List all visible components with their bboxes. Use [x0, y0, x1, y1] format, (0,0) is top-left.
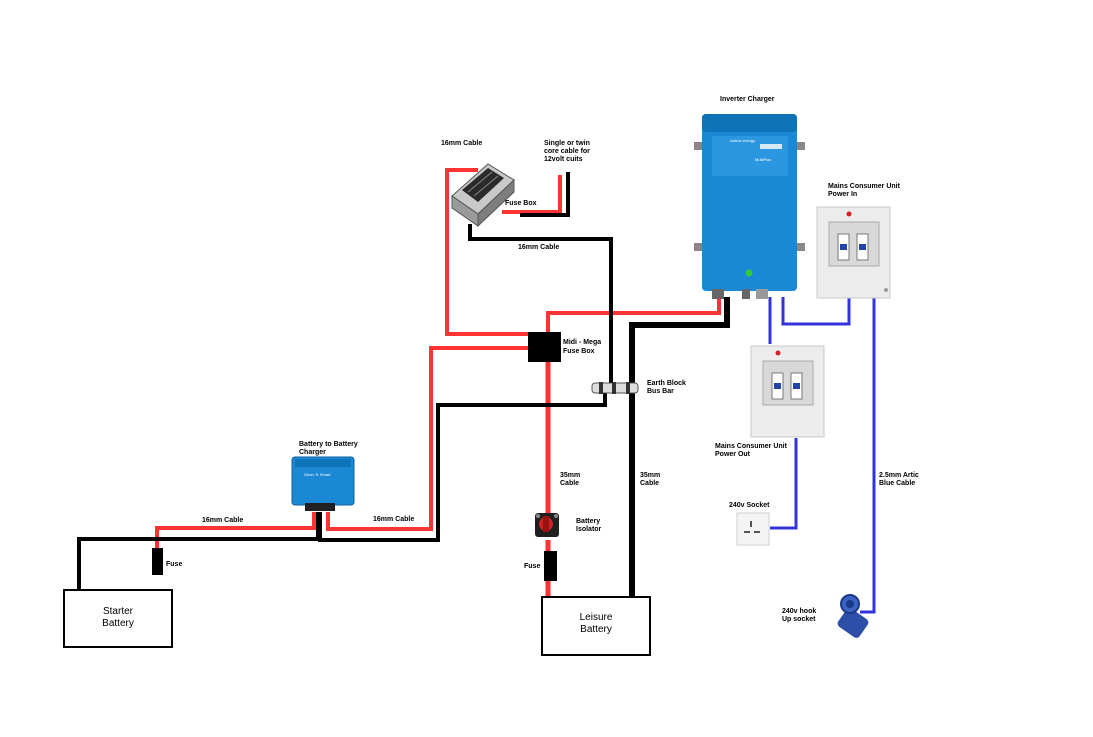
blue-wire-mains-in-to-hookup — [860, 298, 876, 614]
label-isolator-line1: Battery — [576, 518, 600, 525]
label-leisure-line1: Leisure — [580, 612, 613, 623]
fuse-leisure — [544, 551, 557, 581]
blue-wire-inverter-to-mains-in — [781, 297, 851, 326]
label-single-twin-line3: 12volt cuits — [544, 156, 583, 163]
label-isolator-line2: Isolator — [576, 526, 602, 533]
label-mains-out-line2: Power Out — [715, 451, 751, 458]
label-fuse-left: Fuse — [166, 561, 182, 568]
label-35mm-red-line2: Cable — [560, 480, 579, 487]
b2b-charger: Orion-Tr Smart — [291, 456, 355, 511]
label-fuse-box: Fuse Box — [505, 200, 537, 207]
label-35mm-black-line1: 35mm — [640, 472, 660, 479]
label-starter-line2: Battery — [102, 618, 134, 629]
blue-wire-mains-out-to-socket — [770, 438, 798, 530]
b2b-model-text: Orion-Tr Smart — [304, 472, 331, 477]
black-wires — [77, 172, 730, 597]
red-wire-midi-to-b2b — [326, 346, 530, 531]
label-earth-block-line1: Earth Block — [647, 380, 686, 387]
label-artic-line1: 2.5mm Artic — [879, 472, 919, 479]
label-inverter-charger: Inverter Charger — [720, 96, 775, 103]
black-wire-12v — [520, 172, 570, 217]
label-35mm-black-line2: Cable — [640, 480, 659, 487]
label-leisure-line2: Battery — [580, 624, 612, 635]
label-starter-line1: Starter — [103, 606, 134, 617]
starter-battery — [63, 589, 173, 648]
label-35mm-red-line1: 35mm — [560, 472, 580, 479]
socket-240v — [736, 512, 770, 546]
labels: Inverter Charger 16mm Cable Single or tw… — [102, 96, 919, 635]
earth-block-bus-bar — [591, 382, 639, 394]
blue-wires — [768, 297, 876, 614]
label-fuse-right: Fuse — [524, 563, 540, 570]
label-midi-mega-line2: Fuse Box — [563, 348, 595, 355]
fuse-starter — [152, 548, 163, 575]
black-wire-b2b-to-starter — [77, 512, 320, 590]
label-hookup-line2: Up socket — [782, 616, 816, 623]
black-wire-bus-to-b2b — [318, 393, 607, 542]
black-wire-inverter-to-leisure — [629, 297, 730, 597]
label-mains-in-line1: Mains Consumer Unit — [828, 183, 901, 190]
label-240v-socket: 240v Socket — [729, 502, 770, 509]
battery-isolator — [535, 513, 559, 537]
label-b2b-line2: Charger — [299, 449, 326, 456]
blade-fuse-box — [451, 163, 515, 228]
label-artic-line2: Blue Cable — [879, 480, 915, 487]
label-16mm-cable-right: 16mm Cable — [373, 516, 414, 523]
label-16mm-cable-top: 16mm Cable — [441, 140, 482, 147]
inverter-brand-text: victron energy — [730, 138, 755, 143]
hookup-socket-240v — [837, 594, 869, 638]
label-single-twin-line2: core cable for — [544, 148, 590, 155]
label-16mm-cable-left: 16mm Cable — [202, 517, 243, 524]
red-wires — [155, 168, 721, 597]
black-wire-fusebox-to-bus — [468, 224, 613, 386]
status-led-icon — [745, 269, 753, 277]
red-wire-fusebox-12v — [502, 175, 562, 214]
inverter-model-text: MultiPlus — [755, 157, 771, 162]
red-wire-inverter-to-midi — [546, 297, 721, 332]
leisure-battery — [541, 596, 651, 656]
label-midi-mega-line1: Midi - Mega — [563, 339, 601, 346]
label-hookup-line1: 240v hook — [782, 608, 816, 615]
label-earth-block-line2: Bus Bar — [647, 388, 674, 395]
mains-consumer-unit-out — [750, 345, 825, 438]
label-mains-in-line2: Power In — [828, 191, 857, 198]
midi-mega-fuse-box — [528, 332, 561, 362]
mains-consumer-unit-in — [816, 206, 891, 299]
label-mains-out-line1: Mains Consumer Unit — [715, 443, 788, 450]
label-b2b-line1: Battery to Battery — [299, 441, 358, 448]
label-16mm-cable-mid: 16mm Cable — [518, 244, 559, 251]
inverter-charger: victron energy MultiPlus — [694, 114, 805, 299]
label-single-twin-line1: Single or twin — [544, 140, 590, 147]
red-wire-fusebox-to-midi — [445, 168, 530, 336]
